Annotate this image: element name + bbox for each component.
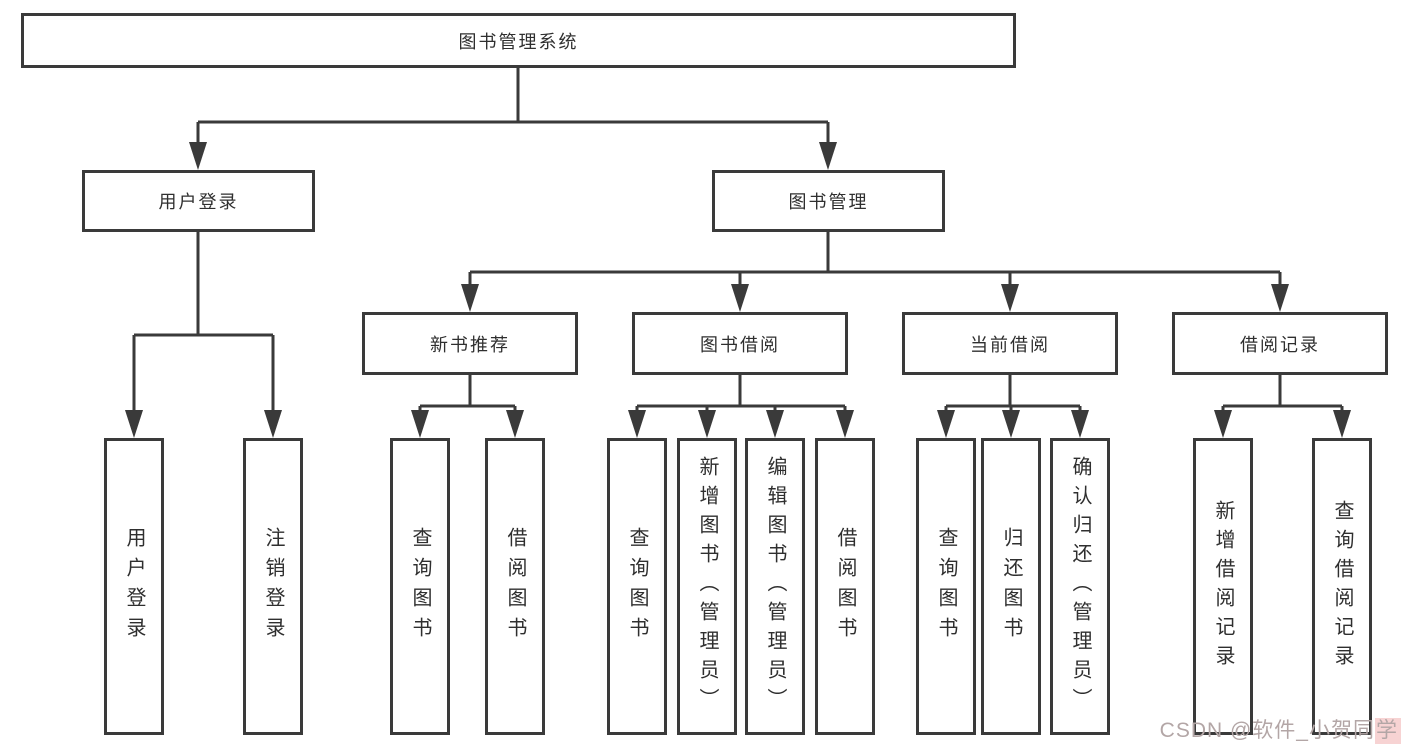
leaf-return-books-label: 归还图书 [1000, 526, 1022, 647]
leaf-query-books-borrow-label: 查询图书 [626, 526, 648, 647]
node-root-label: 图书管理系统 [458, 31, 579, 52]
arrow-down-icon [766, 410, 784, 438]
arrow-down-icon [411, 410, 429, 438]
leaf-edit-book-admin: 编辑图书（管理员） [745, 438, 805, 735]
node-user-login-label: 用户登录 [158, 192, 239, 212]
arrow-down-icon [836, 410, 854, 438]
leaf-confirm-return-admin-label: 确认归还（管理员） [1069, 456, 1091, 717]
leaf-borrow-books-label: 借阅图书 [834, 526, 856, 647]
leaf-query-books-current-label: 查询图书 [935, 526, 957, 647]
leaf-logout-label: 注销登录 [262, 526, 284, 647]
arrow-down-icon [698, 410, 716, 438]
arrow-down-icon [1271, 284, 1289, 312]
leaf-query-books-borrow: 查询图书 [607, 438, 667, 735]
leaf-add-borrow-record: 新增借阅记录 [1193, 438, 1253, 735]
arrow-down-icon [731, 284, 749, 312]
leaf-borrow-books-rec: 借阅图书 [485, 438, 545, 735]
node-book-borrow: 图书借阅 [632, 312, 848, 375]
leaf-query-borrow-record-label: 查询借阅记录 [1331, 499, 1353, 674]
arrow-down-icon [1333, 410, 1351, 438]
node-borrow-records: 借阅记录 [1172, 312, 1388, 375]
leaf-confirm-return-admin: 确认归还（管理员） [1050, 438, 1110, 735]
arrow-down-icon [1002, 410, 1020, 438]
watermark-highlight-char: 学 [1375, 718, 1401, 744]
watermark: CSDN @软件_小贺同学 [1160, 714, 1401, 744]
node-new-book-rec-label: 新书推荐 [430, 334, 510, 355]
arrow-down-icon [937, 410, 955, 438]
arrow-down-icon [628, 410, 646, 438]
arrow-down-icon [1001, 284, 1019, 312]
leaf-query-books-current: 查询图书 [916, 438, 976, 735]
leaf-add-book-admin: 新增图书（管理员） [677, 438, 737, 735]
leaf-borrow-books-rec-label: 借阅图书 [504, 526, 526, 647]
arrow-down-icon [264, 410, 282, 438]
node-new-book-rec: 新书推荐 [362, 312, 578, 375]
leaf-user-login: 用户登录 [104, 438, 164, 735]
node-book-mgmt-label: 图书管理 [788, 192, 869, 212]
arrow-down-icon [125, 410, 143, 438]
node-current-borrow-label: 当前借阅 [970, 334, 1050, 355]
leaf-user-login-label: 用户登录 [123, 526, 145, 647]
node-current-borrow: 当前借阅 [902, 312, 1118, 375]
node-root: 图书管理系统 [21, 13, 1016, 68]
arrow-down-icon [1214, 410, 1232, 438]
arrow-down-icon [1071, 410, 1089, 438]
leaf-query-books-rec: 查询图书 [390, 438, 450, 735]
leaf-query-borrow-record: 查询借阅记录 [1312, 438, 1372, 735]
arrow-down-icon [819, 142, 837, 170]
leaf-add-borrow-record-label: 新增借阅记录 [1212, 499, 1234, 674]
node-book-borrow-label: 图书借阅 [700, 334, 780, 355]
node-book-mgmt: 图书管理 [712, 170, 945, 232]
leaf-borrow-books: 借阅图书 [815, 438, 875, 735]
arrow-down-icon [189, 142, 207, 170]
arrow-down-icon [461, 284, 479, 312]
leaf-edit-book-admin-label: 编辑图书（管理员） [764, 456, 786, 717]
leaf-query-books-rec-label: 查询图书 [409, 526, 431, 647]
leaf-add-book-admin-label: 新增图书（管理员） [696, 456, 718, 717]
arrow-down-icon [506, 410, 524, 438]
node-borrow-records-label: 借阅记录 [1240, 334, 1320, 355]
node-user-login: 用户登录 [82, 170, 315, 232]
leaf-logout: 注销登录 [243, 438, 303, 735]
leaf-return-books: 归还图书 [981, 438, 1041, 735]
watermark-text: CSDN @软件_小贺同 [1159, 719, 1375, 742]
